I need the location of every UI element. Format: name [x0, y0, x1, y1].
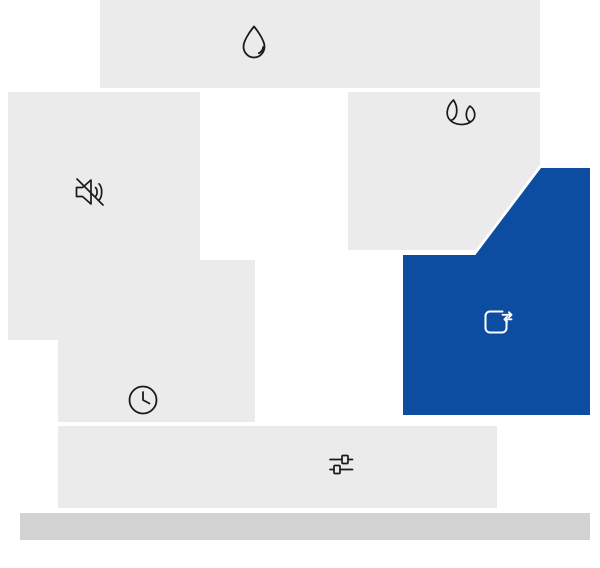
- clock-icon: [128, 385, 158, 415]
- leaves-icon: [446, 99, 476, 126]
- tile-options[interactable]: [58, 426, 497, 508]
- sliders-icon: [329, 454, 354, 475]
- tile-clock[interactable]: [58, 260, 255, 422]
- speaker-mute-icon: [75, 178, 104, 206]
- remote-transfer-icon: [484, 310, 513, 334]
- bottom-bar: [20, 513, 590, 540]
- water-drop-icon: [242, 25, 266, 59]
- tile-water[interactable]: [100, 0, 540, 88]
